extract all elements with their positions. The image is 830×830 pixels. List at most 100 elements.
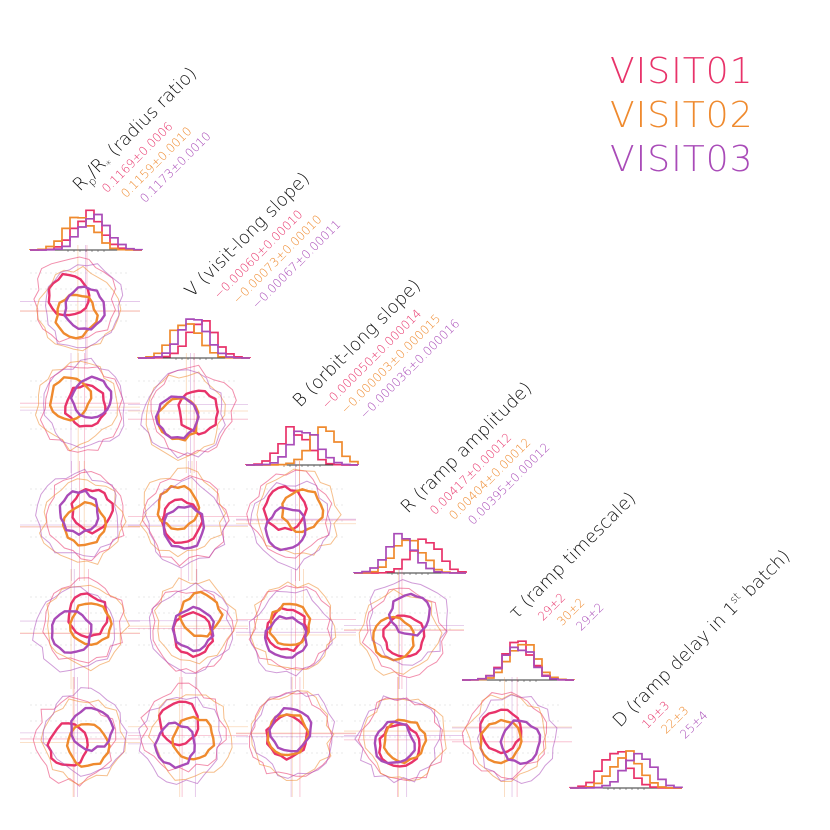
contour-panel	[20, 677, 140, 797]
contour-inner-visit02	[266, 713, 311, 757]
contour-inner-visit03	[162, 504, 206, 550]
corner-panels	[20, 209, 683, 797]
contour-panel	[128, 569, 248, 689]
histogram-panel	[137, 318, 251, 360]
histogram-visit03	[570, 752, 683, 789]
contour-outer-visit01	[461, 691, 548, 780]
contour-panel	[236, 569, 356, 689]
contour-inner-visit02	[281, 488, 325, 534]
contour-outer-visit03	[354, 695, 442, 784]
contour-inner-visit03	[264, 506, 307, 552]
parameter-label-group: D (ramp delay in 1st batch)19±322±325±4	[608, 545, 795, 742]
contour-inner-visit03	[263, 615, 308, 659]
contour-inner-visit03	[171, 605, 216, 653]
histogram-visit02	[137, 323, 250, 359]
histogram-panel	[569, 750, 683, 790]
contour-inner-visit01	[382, 614, 426, 658]
contour-outer-visit03	[35, 468, 119, 558]
contour-inner-visit03	[70, 706, 115, 753]
contour-outer-visit02	[464, 693, 547, 783]
contour-outer-visit01	[151, 589, 235, 674]
contour-inner-visit03	[154, 395, 200, 440]
contour-panel	[20, 569, 140, 689]
contour-outer-visit02	[36, 265, 122, 352]
parameter-label-group: V (visit-long slope)−0.00060±0.00010−0.0…	[181, 168, 344, 311]
contour-outer-visit02	[139, 467, 227, 558]
contour-inner-visit01	[47, 272, 91, 317]
contour-outer-visit03	[43, 357, 125, 449]
histogram-panel	[353, 532, 467, 575]
parameter-label-group: B (orbit-long slope)−0.000050±0.000014−0…	[289, 275, 463, 421]
contour-panel	[20, 245, 140, 365]
legend: VISIT01 VISIT02 VISIT03	[610, 50, 754, 182]
parameter-title: D (ramp delay in 1st batch)	[608, 545, 795, 732]
contour-outer-visit02	[153, 577, 238, 665]
contour-outer-visit03	[143, 476, 227, 569]
contour-inner-visit01	[177, 389, 220, 436]
contour-panel	[452, 677, 572, 797]
contour-outer-visit01	[248, 585, 332, 671]
contour-outer-visit01	[45, 470, 125, 562]
histogram-visit03	[353, 532, 466, 574]
histogram-visit03	[138, 318, 250, 359]
histogram-visit03	[246, 430, 359, 466]
contour-inner-visit01	[479, 708, 523, 755]
legend-item-visit02: VISIT02	[610, 95, 754, 136]
contour-panel	[128, 353, 248, 473]
contour-outer-visit03	[32, 586, 116, 673]
histogram-panel	[29, 209, 143, 252]
contour-panel	[128, 461, 248, 581]
contour-inner-visit01	[262, 485, 308, 532]
contour-inner-visit03	[153, 721, 196, 770]
contour-outer-visit01	[150, 364, 237, 457]
contour-outer-visit02	[38, 478, 127, 566]
parameter-label-group: Rp/R* (radius ratio)0.1169±0.00060.1159±…	[69, 63, 214, 205]
contour-outer-visit03	[42, 687, 128, 777]
contour-inner-visit02	[156, 484, 201, 531]
contour-inner-visit02	[171, 715, 216, 761]
contour-outer-visit02	[250, 581, 337, 671]
contour-outer-visit02	[46, 584, 131, 672]
contour-panel	[20, 461, 140, 581]
contour-outer-visit03	[44, 263, 124, 349]
contour-panel	[344, 677, 464, 797]
contour-outer-visit01	[246, 469, 333, 559]
contour-outer-visit01	[141, 475, 230, 567]
contour-inner-visit03	[387, 592, 431, 637]
contour-outer-visit03	[140, 369, 226, 459]
contour-inner-visit03	[50, 610, 93, 654]
contour-inner-visit02	[54, 293, 99, 340]
contour-outer-visit03	[249, 480, 332, 571]
contour-inner-visit01	[378, 723, 421, 768]
contour-panel	[236, 461, 356, 581]
contour-inner-visit03	[499, 719, 542, 765]
contour-outer-visit01	[32, 695, 117, 787]
parameter-value-visit02: −0.000003±0.000015	[338, 311, 443, 416]
histogram-visit02	[29, 216, 142, 251]
histogram-visit03	[30, 213, 143, 251]
contour-outer-visit02	[40, 698, 127, 786]
contour-inner-visit03	[69, 375, 113, 419]
contour-outer-visit01	[42, 577, 125, 664]
parameter-label-group: R (ramp amplitude)0.00417±0.000120.00404…	[397, 378, 553, 527]
histogram-visit03	[462, 646, 574, 681]
legend-item-visit03: VISIT03	[610, 139, 754, 180]
contour-panel	[20, 353, 140, 473]
contour-inner-visit01	[63, 383, 107, 428]
contour-panel	[236, 677, 356, 797]
contour-outer-visit02	[148, 694, 233, 781]
contour-panel	[128, 677, 248, 797]
contour-inner-visit02	[65, 723, 111, 768]
contour-outer-visit03	[250, 690, 336, 779]
parameter-label-group: τ (ramp timescale)29±230±229±2	[505, 488, 641, 633]
contour-outer-visit03	[148, 582, 234, 674]
legend-item-visit01: VISIT01	[610, 51, 754, 92]
histogram-visit01	[245, 425, 358, 466]
contour-inner-visit03	[268, 707, 313, 753]
contour-inner-visit01	[67, 592, 109, 639]
contour-outer-visit02	[256, 468, 342, 556]
contour-outer-visit02	[145, 371, 226, 462]
contour-inner-visit01	[157, 700, 200, 747]
contour-inner-visit02	[382, 718, 428, 765]
